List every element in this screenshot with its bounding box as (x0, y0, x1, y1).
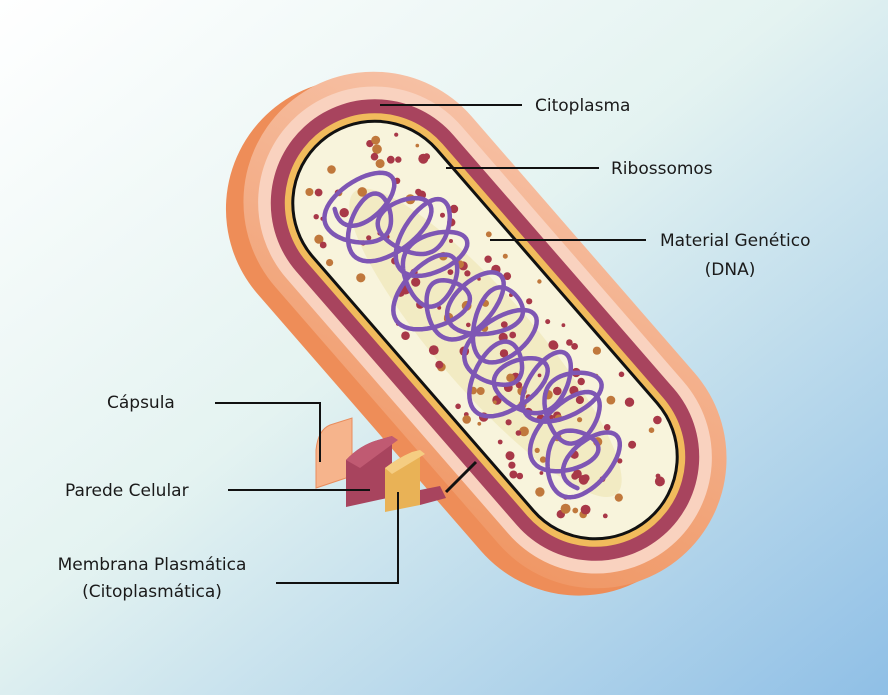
ribosome-dot (484, 256, 491, 263)
ribosome-dot (315, 189, 323, 197)
ribosome-dot (372, 144, 382, 154)
ribosome-dot (429, 345, 439, 355)
ribosome-dot (526, 298, 532, 304)
ribosome-dot (455, 404, 461, 410)
ribosome-dot (466, 323, 471, 328)
label-material-genetico: Material Genético (660, 231, 810, 251)
ribosome-dot (516, 430, 522, 436)
label-dna: (DNA) (705, 260, 756, 280)
label-citoplasma: Citoplasma (535, 96, 630, 116)
ribosome-dot (561, 504, 571, 514)
ribosome-dot (477, 422, 481, 426)
ribosome-dot (550, 342, 558, 350)
ribosome-dot (366, 235, 371, 240)
ribosome-dot (340, 208, 349, 217)
ribosome-dot (401, 331, 410, 340)
ribosome-dot (649, 427, 655, 433)
ribosome-dot (395, 156, 401, 162)
ribosome-dot (440, 213, 445, 218)
ribosome-dot (387, 156, 395, 164)
ribosome-dot (615, 494, 623, 502)
ribosome-dot (581, 505, 591, 515)
ribosome-dot (537, 279, 541, 283)
ribosome-dot (498, 440, 503, 445)
ribosome-dot (619, 372, 625, 378)
ribosome-dot (305, 188, 313, 196)
ribosome-dot (448, 269, 454, 275)
ribosome-dot (506, 451, 515, 460)
label-citoplasmatica: (Citoplasmática) (82, 582, 222, 602)
ribosome-dot (477, 387, 485, 395)
ribosome-dot (572, 508, 578, 514)
ribosome-dot (517, 473, 524, 480)
ribosome-dot (493, 400, 497, 404)
ribosome-dot (540, 471, 544, 475)
ribosome-dot (411, 278, 420, 287)
ribosome-dot (579, 475, 589, 485)
ribosome-dot (571, 343, 578, 350)
ribosome-dot (449, 239, 453, 243)
ribosome-dot (535, 487, 544, 496)
ribosome-dot (371, 136, 380, 145)
ribosome-dot (415, 189, 421, 195)
ribosome-dot (576, 396, 584, 404)
ribosome-dot (320, 242, 327, 249)
ribosome-dot (394, 133, 398, 137)
ribosome-dot (486, 231, 492, 237)
ribosome-dot (356, 273, 365, 282)
ribosome-dot (628, 441, 636, 449)
ribosome-dot (535, 448, 540, 453)
label-ribossomos: Ribossomos (611, 159, 713, 179)
ribosome-dot (326, 259, 333, 266)
ribosome-dot (464, 270, 470, 276)
ribosome-dot (625, 398, 634, 407)
ribosome-dot (508, 462, 515, 469)
ribosome-dot (503, 254, 508, 259)
ribosome-dot (553, 387, 562, 396)
ribosome-dot (435, 361, 443, 369)
ribosome-dot (593, 347, 601, 355)
ribosome-dot (607, 396, 616, 405)
ribosome-dot (571, 473, 578, 480)
label-capsula: Cápsula (107, 393, 175, 413)
ribosome-dot (603, 514, 608, 519)
ribosome-dot (462, 415, 471, 424)
ribosome-dot (376, 159, 385, 168)
ribosome-dot (509, 471, 517, 479)
ribosome-dot (545, 319, 550, 324)
ribosome-dot (327, 165, 336, 174)
ribosome-dot (604, 424, 611, 431)
ribosome-dot (509, 332, 516, 339)
label-membrana-plasmatica: Membrana Plasmática (58, 555, 247, 575)
ribosome-dot (655, 476, 665, 486)
ribosome-dot (577, 417, 582, 422)
ribosome-dot (578, 378, 585, 385)
label-parede-celular: Parede Celular (65, 481, 189, 501)
ribosome-dot (314, 214, 319, 219)
ribosome-dot (506, 419, 512, 425)
ribosome-dot (562, 323, 566, 327)
ribosome-dot (371, 153, 379, 161)
ribosome-dot (423, 153, 430, 160)
ribosome-dot (653, 416, 662, 425)
ribosome-dot (416, 144, 420, 148)
ribosome-dot (538, 374, 542, 378)
